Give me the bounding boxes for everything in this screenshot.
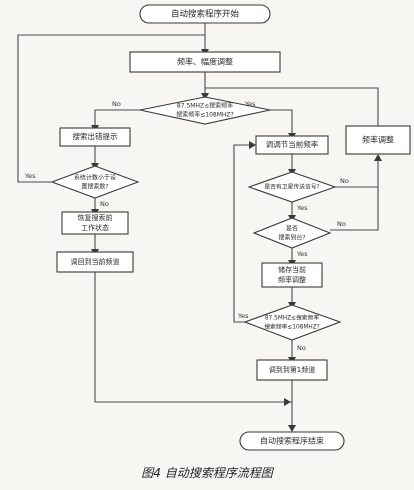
- label-lower-no: No: [297, 344, 306, 352]
- main-decision-line1: 87.5MHZ≤搜索频率: [177, 102, 233, 110]
- end-terminal: [239, 431, 345, 451]
- arrow-loop-top: [205, 87, 379, 124]
- arrow-channel-to-end: [94, 272, 292, 403]
- restore-box: [61, 211, 129, 235]
- label-station-yes: Yes: [296, 250, 308, 258]
- station-decision: [252, 217, 332, 249]
- store-line1: 储存当前: [278, 265, 306, 274]
- arrow-left-yes-loop: [17, 34, 205, 183]
- search-error-label: 搜索出错提示: [73, 131, 118, 141]
- arrow-main-no: [94, 109, 140, 128]
- station-decision-line1: 是否: [286, 226, 298, 233]
- start-terminal: [139, 4, 271, 24]
- arrowhead: [249, 141, 256, 149]
- label-left-yes: Yes: [24, 172, 36, 180]
- station-decision-line2: 搜索到台?: [278, 234, 305, 242]
- lower-decision-line1: 87.5MHZ≤搜索频率: [265, 314, 319, 322]
- figure-caption: 图4 自动搜索程序流程图: [141, 466, 273, 480]
- arrow-station-no: [330, 187, 379, 231]
- label-left-no: No: [100, 200, 109, 208]
- next-channel-box: [256, 359, 328, 381]
- arrowhead: [288, 425, 296, 432]
- down-freq-label: 调调节当前频率: [266, 139, 319, 149]
- arrowhead: [374, 154, 382, 161]
- label-lower-yes: Yes: [237, 312, 249, 320]
- store-box: [261, 262, 323, 288]
- end-label: 自动搜索程序结束: [260, 436, 324, 446]
- label-signal-no: No: [340, 177, 349, 185]
- arrowhead: [284, 398, 291, 406]
- lower-decision-line2: 搜索频率≤108MHZ?: [264, 323, 320, 331]
- main-decision: [139, 96, 271, 125]
- lower-decision: [243, 304, 342, 341]
- main-decision-line2: 搜索频率≤108MHZ?: [176, 111, 233, 119]
- signal-decision: [247, 171, 337, 203]
- label-main-yes: Yes: [244, 100, 256, 108]
- freq-tune-box: [345, 125, 411, 155]
- label-main-no: No: [112, 100, 121, 108]
- search-error-box: [59, 127, 131, 147]
- current-channel-box: [56, 251, 134, 273]
- start-label: 自动搜索程序开始: [171, 9, 240, 20]
- next-channel-label: 调到到第1频道: [269, 365, 315, 374]
- arrow-lower-yes-loop: [233, 144, 252, 323]
- restore-line1: 恢复搜索前: [78, 213, 113, 222]
- arrow-main-yes: [270, 109, 293, 136]
- freq-tune-label: 频率调整: [362, 135, 394, 145]
- label-signal-yes: Yes: [296, 204, 308, 212]
- current-channel-label: 调回到当前频道: [71, 257, 120, 266]
- left-decision-line2: 置搜索数?: [81, 183, 108, 191]
- down-freq-box: [255, 135, 329, 155]
- restore-line2: 工作状态: [81, 223, 109, 232]
- signal-decision-label: 是否有卫星传送信号?: [264, 183, 319, 191]
- store-line2: 频率调整: [278, 275, 306, 284]
- freq-adjust-label: 频率、幅度调整: [177, 57, 233, 67]
- freq-adjust-box: [129, 51, 281, 73]
- left-decision-line1: 系统计数小于设: [74, 174, 116, 182]
- left-decision: [50, 165, 140, 199]
- label-station-no: No: [337, 220, 346, 228]
